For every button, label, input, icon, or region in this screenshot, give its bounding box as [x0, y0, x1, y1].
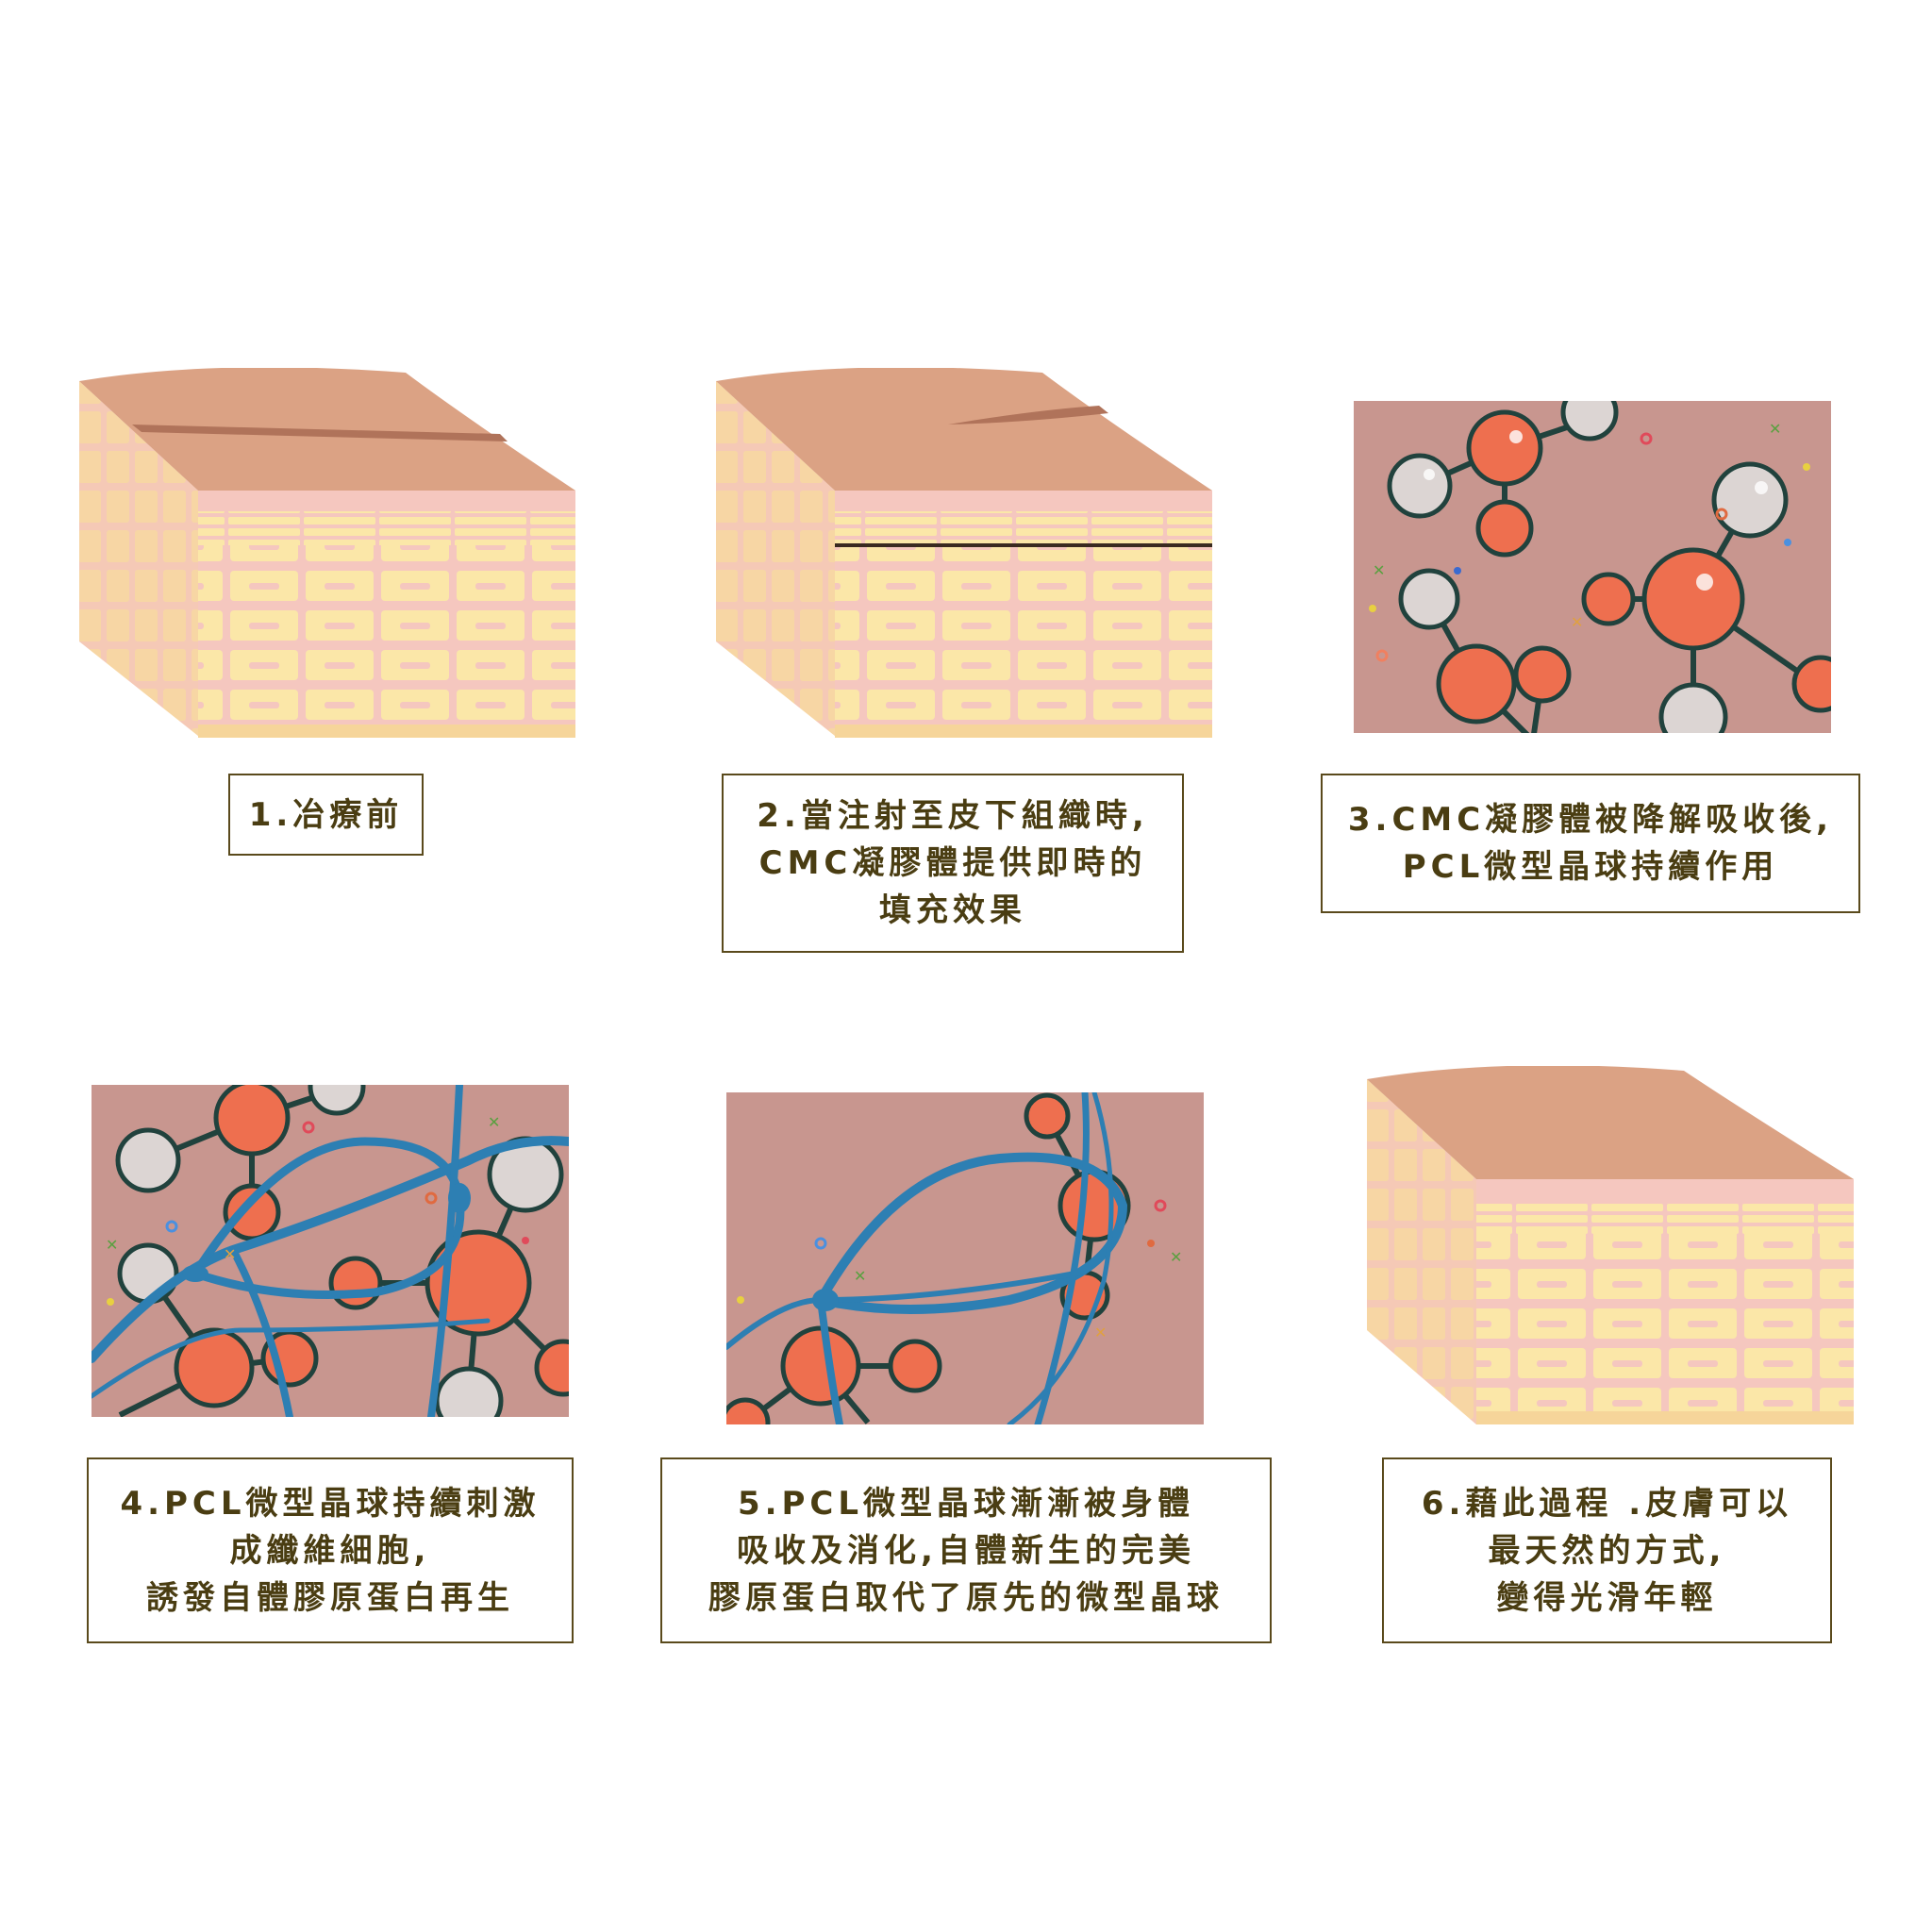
step-1-line-1: 1.冶療前 — [249, 791, 404, 839]
step-6-line-2: 最天然的方式, — [1489, 1527, 1726, 1574]
svg-text:✕: ✕ — [488, 1113, 500, 1131]
svg-text:✕: ✕ — [224, 1245, 236, 1263]
step-5-line-3: 膠原蛋白取代了原先的微型晶球 — [708, 1574, 1224, 1622]
svg-text:✕: ✕ — [1373, 561, 1385, 579]
molecule-fiber-tissue-4: ✕ ✕ ✕ — [92, 1085, 569, 1417]
molecule-fiber-tissue-5: ✕ ✕ ✕ — [726, 1092, 1204, 1424]
molecule-tissue-3: ✕ ✕ ✕ — [1354, 401, 1831, 733]
step-4-line-2: 成纖維細胞, — [230, 1527, 431, 1574]
svg-text:✕: ✕ — [854, 1267, 866, 1285]
step-6-line-1: 6.藉此過程 .皮膚可以 — [1422, 1480, 1792, 1527]
step-4-line-3: 誘發自體膠原蛋白再生 — [146, 1574, 514, 1622]
step-2-line-1: 2.當注射至皮下組織時, — [757, 792, 1149, 840]
svg-text:✕: ✕ — [1170, 1248, 1182, 1266]
step-5-caption: 5.PCL微型晶球漸漸被身體 吸收及消化,自體新生的完美 膠原蛋白取代了原先的微… — [660, 1457, 1272, 1643]
step-5-line-1: 5.PCL微型晶球漸漸被身體 — [738, 1480, 1194, 1527]
skin-block-before — [75, 368, 585, 745]
step-4-line-1: 4.PCL微型晶球持續刺激 — [120, 1480, 540, 1527]
step-3-line-1: 3.CMC凝膠體被降解吸收後, — [1348, 796, 1833, 843]
step-2-line-3: 填充效果 — [879, 887, 1026, 934]
svg-text:✕: ✕ — [1094, 1324, 1107, 1341]
skin-block-after — [1363, 1066, 1854, 1424]
step-3-line-2: PCL微型晶球持續作用 — [1403, 843, 1779, 891]
svg-text:✕: ✕ — [106, 1236, 118, 1254]
step-1-caption: 1.冶療前 — [228, 774, 424, 856]
step-2-caption: 2.當注射至皮下組織時, CMC凝膠體提供即時的 填充效果 — [722, 774, 1184, 953]
step-5-line-2: 吸收及消化,自體新生的完美 — [737, 1527, 1195, 1574]
step-6-line-3: 變得光滑年輕 — [1497, 1574, 1718, 1622]
step-3-caption: 3.CMC凝膠體被降解吸收後, PCL微型晶球持續作用 — [1321, 774, 1860, 913]
step-6-caption: 6.藉此過程 .皮膚可以 最天然的方式, 變得光滑年輕 — [1382, 1457, 1832, 1643]
svg-text:✕: ✕ — [1769, 420, 1781, 438]
skin-block-injection — [712, 368, 1222, 745]
step-4-caption: 4.PCL微型晶球持續刺激 成纖維細胞, 誘發自體膠原蛋白再生 — [87, 1457, 574, 1643]
svg-text:✕: ✕ — [1571, 613, 1583, 631]
step-2-line-2: CMC凝膠體提供即時的 — [759, 840, 1147, 887]
